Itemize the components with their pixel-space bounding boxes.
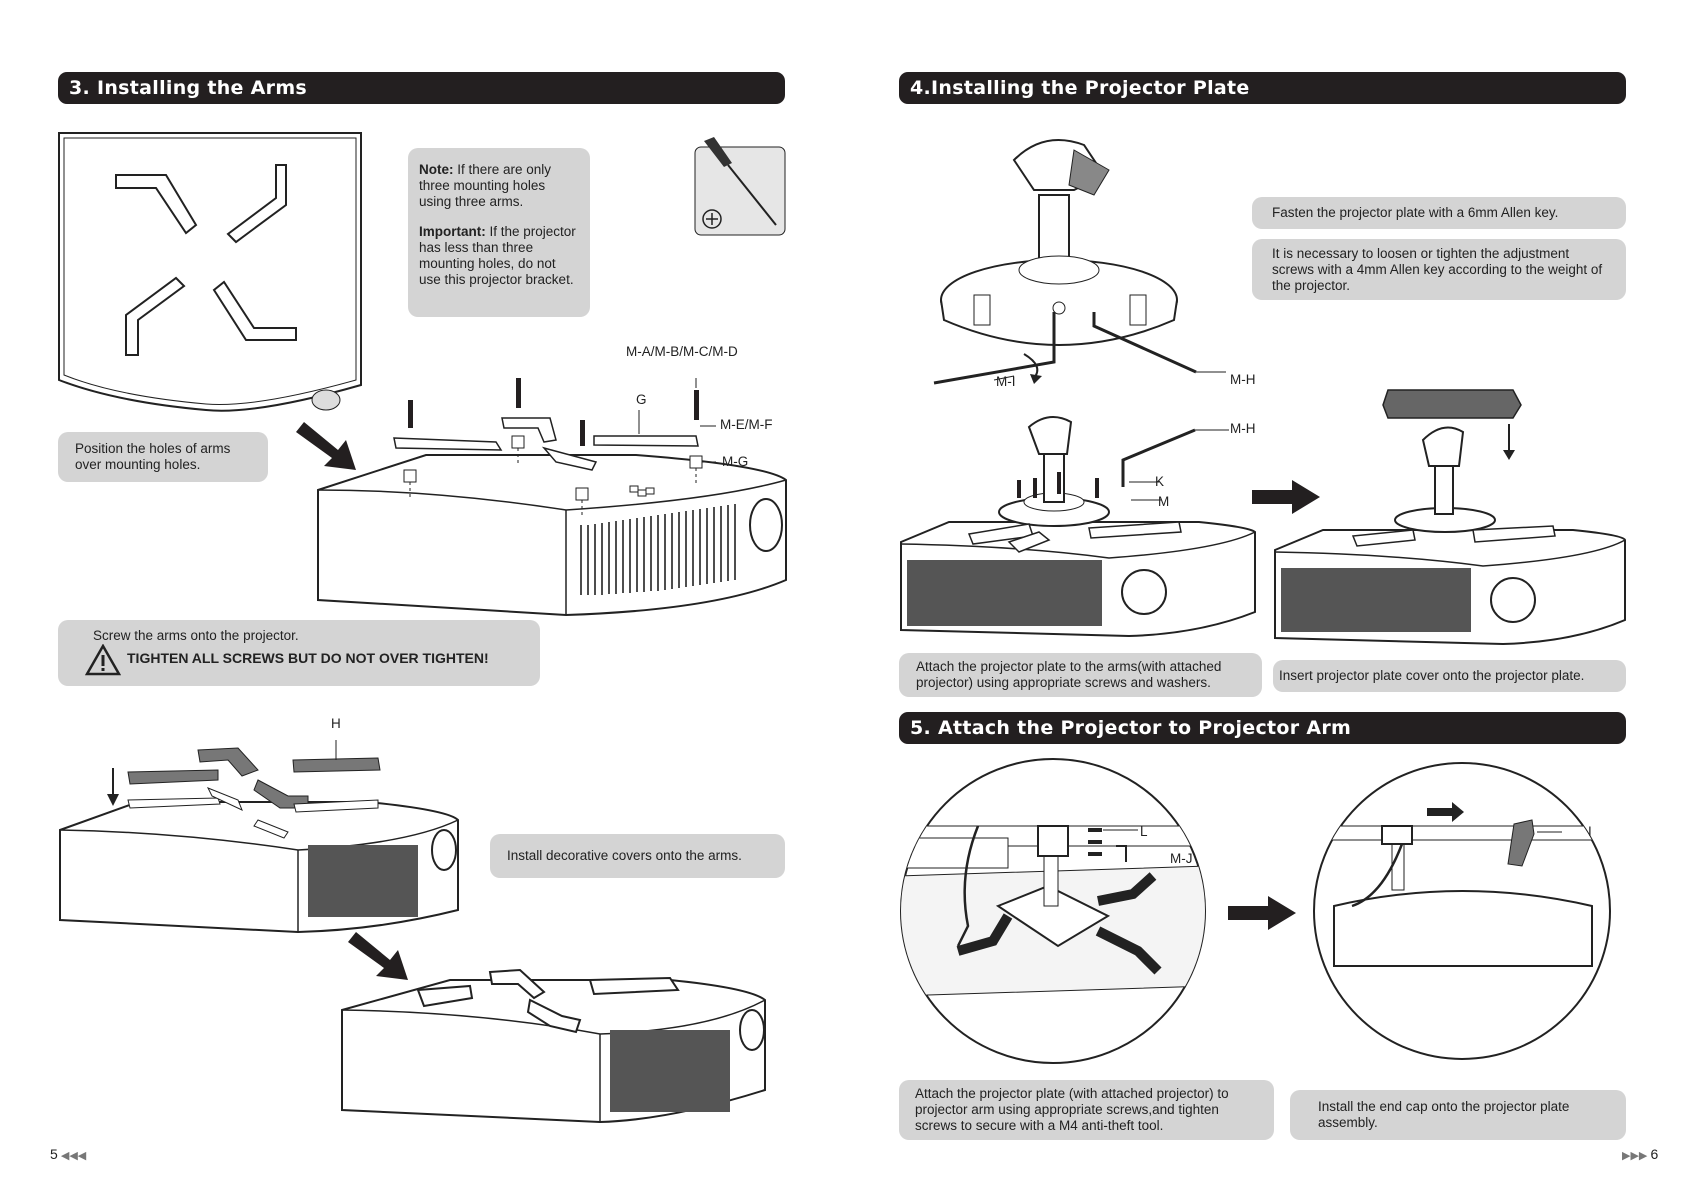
section-3-title: 3. Installing the Arms bbox=[58, 72, 785, 104]
insert-cover-illustration bbox=[1274, 389, 1626, 646]
note-box: Note: If there are only three mounting h… bbox=[408, 148, 590, 317]
arm-attach-detail-illustration bbox=[900, 758, 1206, 1064]
covers-caption-box: Install decorative covers onto the arms. bbox=[490, 834, 785, 878]
label-abcd: M-A/M-B/M-C/M-D bbox=[626, 344, 738, 359]
label-h: H bbox=[331, 716, 341, 731]
adjust-caption-box: It is necessary to loosen or tighten the… bbox=[1252, 239, 1626, 300]
label-mg: M-G bbox=[722, 454, 749, 469]
position-caption-box: Position the holes of arms over mounting… bbox=[58, 432, 268, 482]
label-mi: M-I bbox=[996, 374, 1016, 389]
finished-covers-illustration bbox=[341, 968, 766, 1124]
page-number-right: ▶▶▶ 6 bbox=[1622, 1146, 1659, 1162]
label-ef: M-E/M-F bbox=[720, 417, 773, 432]
label-k: K bbox=[1155, 474, 1165, 489]
screw-caption-box: Screw the arms onto the projector. TIGHT… bbox=[58, 620, 540, 686]
screw-caption: Screw the arms onto the projector. bbox=[93, 628, 299, 643]
arrow-icon bbox=[296, 422, 356, 470]
end-cap-caption-box: Install the end cap onto the projector p… bbox=[1290, 1090, 1626, 1140]
covers-caption: Install decorative covers onto the arms. bbox=[507, 848, 742, 863]
attach-arm-caption: Attach the projector plate (with attache… bbox=[915, 1086, 1229, 1133]
attach-plate-caption: Attach the projector plate to the arms(w… bbox=[916, 659, 1222, 690]
position-caption: Position the holes of arms over mounting… bbox=[75, 441, 231, 472]
fasten-caption: Fasten the projector plate with a 6mm Al… bbox=[1272, 205, 1559, 220]
arm-template-illustration bbox=[58, 132, 362, 412]
projector-arms-illustration bbox=[317, 378, 787, 617]
warning-icon bbox=[85, 644, 121, 676]
insert-cover-caption: Insert projector plate cover onto the pr… bbox=[1279, 668, 1585, 683]
covers-illustration bbox=[59, 740, 459, 934]
section-5-title: 5. Attach the Projector to Projector Arm bbox=[899, 712, 1626, 744]
note-label: Note: bbox=[419, 162, 454, 177]
section-4-title: 4.Installing the Projector Plate bbox=[899, 72, 1626, 104]
label-mh-1: M-H bbox=[1230, 372, 1256, 387]
insert-cover-caption-box: Insert projector plate cover onto the pr… bbox=[1273, 660, 1626, 692]
end-cap-caption: Install the end cap onto the projector p… bbox=[1318, 1099, 1570, 1130]
arrow-icon bbox=[1252, 480, 1320, 514]
attach-plate-illustration bbox=[900, 416, 1256, 638]
screwdriver-icon bbox=[694, 137, 786, 236]
end-cap-detail-illustration bbox=[1313, 762, 1611, 1060]
label-mh-2: M-H bbox=[1230, 421, 1256, 436]
projector-plate-illustration bbox=[933, 139, 1226, 385]
warning-text: TIGHTEN ALL SCREWS BUT DO NOT OVER TIGHT… bbox=[127, 650, 489, 666]
attach-plate-caption-box: Attach the projector plate to the arms(w… bbox=[899, 653, 1262, 697]
important-text: If the projector has less than three mou… bbox=[419, 224, 576, 287]
label-m: M bbox=[1158, 494, 1170, 509]
label-g: G bbox=[636, 392, 647, 407]
page-number-left: 5 ◀◀◀ bbox=[50, 1146, 87, 1162]
adjust-caption: It is necessary to loosen or tighten the… bbox=[1272, 246, 1603, 293]
arrow-icon bbox=[1228, 896, 1296, 930]
important-label: Important: bbox=[419, 224, 486, 239]
fasten-caption-box: Fasten the projector plate with a 6mm Al… bbox=[1252, 197, 1626, 229]
note-text: If there are only three mounting holes u… bbox=[419, 162, 552, 209]
label-l: L bbox=[1140, 824, 1148, 839]
arrow-icon bbox=[348, 932, 408, 980]
label-mj: M-J bbox=[1170, 851, 1193, 866]
attach-arm-caption-box: Attach the projector plate (with attache… bbox=[899, 1080, 1274, 1140]
label-i: I bbox=[1588, 824, 1592, 839]
